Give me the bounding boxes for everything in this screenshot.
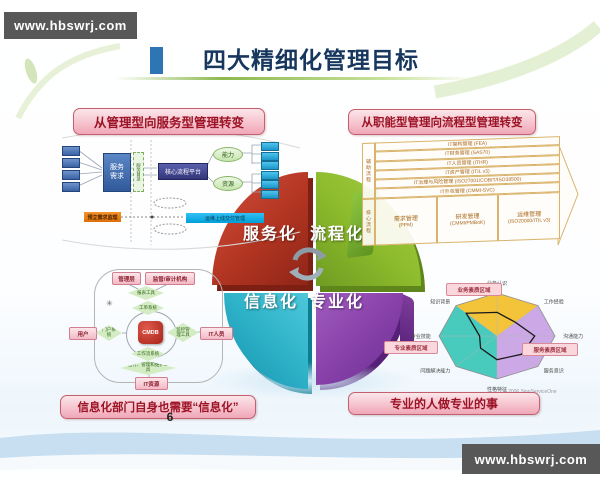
request-supervision-box: 预立需求监理	[84, 212, 121, 222]
asterisk-icon: ✳	[106, 299, 113, 308]
title-underline	[115, 77, 475, 80]
service-demand-box: 服务需求	[103, 153, 131, 192]
panel-title-top-right: 从职能型管理向流程型管理转变	[348, 109, 536, 135]
pie-label-information: 信息化	[243, 294, 298, 311]
capability-item-box	[261, 151, 279, 161]
service-catalog-label: 服务目录	[136, 163, 142, 181]
pie-label-professional: 专业化	[309, 294, 364, 311]
request-supervision-label: 预立需求监理	[87, 214, 118, 221]
region-box-business: 业务素质区域	[446, 283, 502, 296]
aux-process-side-label: 辅助流程	[362, 142, 375, 199]
svg-text:沟通能力: 沟通能力	[563, 333, 583, 340]
node-label: 管理层	[118, 276, 135, 283]
tool-diamond-monitoring: 监控管理工具	[167, 323, 199, 342]
panel-title-text: 从管理型向服务型管理转变	[93, 116, 244, 130]
region-box-service: 服务素质区域	[522, 343, 578, 356]
node-label: IT资源	[143, 381, 160, 388]
tool-label: 工作流系统	[136, 350, 160, 356]
node-label: 监管/审计机构	[152, 276, 188, 283]
svg-text:服务意识: 服务意识	[544, 368, 564, 375]
node-user: 用户	[69, 327, 97, 340]
service-demand-label: 服务需求	[110, 164, 124, 180]
tool-label: 工单系统	[139, 304, 157, 310]
resource-item-box	[261, 189, 279, 199]
node-audit: 监管/审计机构	[145, 272, 195, 285]
tool-label: 门户系统	[102, 327, 116, 337]
pie-label-process: 流程化	[309, 226, 364, 243]
side-label-text: 辅助流程	[365, 158, 371, 183]
core-process-standard: (PPM)	[398, 222, 413, 229]
node-it-staff: IT人员	[200, 327, 233, 340]
cycle-arrows-icon	[289, 247, 327, 281]
capability-ellipse: 能力	[213, 147, 243, 162]
region-label: 专业素质区域	[394, 345, 428, 352]
panel-title-bottom-right: 专业的人做专业的事	[348, 392, 540, 415]
region-label: 服务素质区域	[533, 347, 567, 354]
core-process-standard: (CMMI/PMBoK)	[450, 219, 485, 227]
core-process-name: 需求管理	[393, 215, 418, 223]
core-process-cell: 研发管理 (CMMI/PMBoK)	[436, 194, 499, 244]
tool-diamond-workflow: 工作流系统	[131, 347, 165, 361]
delivery-management-label: 运维上线交付管理	[204, 215, 245, 222]
region-label: 业务素质区域	[457, 287, 491, 294]
delivery-management-bar: 运维上线交付管理	[186, 213, 264, 223]
side-label-text: 核心流程	[365, 210, 371, 235]
tool-diamond-report: 报表工具	[128, 286, 164, 300]
panel-title-text: 专业的人做专业的事	[389, 397, 498, 411]
capability-item-box	[261, 161, 279, 170]
service-catalog-box: 服务目录	[133, 152, 144, 192]
svg-text:专业技能: 专业技能	[411, 333, 431, 340]
node-it-resource: IT资源	[135, 377, 168, 390]
watermark-text: www.hbswrj.com	[474, 451, 588, 467]
region-box-professional: 专业素质区域	[384, 341, 438, 354]
node-management: 管理层	[112, 272, 141, 285]
cmdb-label: CMDB	[142, 329, 159, 336]
tool-diamond-portal: 门户系统	[96, 325, 122, 341]
capability-label: 能力	[221, 153, 234, 159]
pie-label-service: 服务化	[242, 226, 297, 243]
tool-label: 运行、管理和维护工具	[127, 362, 169, 372]
svg-text:问题解决能力: 问题解决能力	[420, 368, 450, 375]
page-number: 6	[166, 410, 174, 424]
stakeholder-box	[62, 146, 80, 156]
watermark-top-left: www.hbswrj.com	[4, 12, 137, 39]
core-process-cell: 需求管理 (PPM)	[375, 196, 437, 246]
page-title: 四大精细化管理目标	[203, 47, 419, 73]
panel-title-bottom-left: 信息化部门自身也需要“信息化”	[60, 395, 256, 419]
process-framework-table: 辅助流程 核心流程 IT架构管理 (FEA) IT财务管理 (SAS70) IT…	[362, 136, 561, 246]
svg-text:知识背景: 知识背景	[430, 298, 450, 305]
node-label: IT人员	[208, 331, 225, 338]
stakeholder-box	[62, 170, 80, 180]
core-process-cell: 运维管理 (ISO20000/ITIL v3)	[498, 191, 561, 242]
resource-item-box	[261, 180, 279, 189]
tool-diamond-ticket: 工单系统	[132, 301, 164, 315]
panel-title-top-left: 从管理型向服务型管理转变	[73, 108, 265, 135]
tool-label: 报表工具	[137, 289, 155, 295]
resource-label: 资源	[221, 182, 234, 188]
core-process-side-label: 核心流程	[362, 198, 375, 246]
tool-diamond-operations: 运行、管理和维护工具	[120, 361, 176, 375]
core-process-platform-label: 核心流程平台	[164, 170, 201, 176]
capability-item-box	[261, 142, 279, 151]
watermark-text: www.hbswrj.com	[14, 18, 127, 33]
core-process-platform-box: 核心流程平台	[158, 163, 208, 180]
skills-radar-chart: 业务认识工作经验沟通能力服务意识性格特征问题解决能力专业技能知识背景	[411, 280, 583, 393]
stakeholder-box	[62, 182, 80, 192]
tool-label: 监控管理工具	[176, 326, 190, 337]
svg-text:工作经验: 工作经验	[544, 298, 564, 305]
node-label: 用户	[77, 331, 89, 338]
stakeholder-box	[62, 158, 80, 168]
svg-text:性格特征: 性格特征	[487, 386, 507, 393]
resource-ellipse: 资源	[213, 176, 243, 191]
title-accent-bar	[150, 47, 163, 74]
resource-item-box	[261, 170, 279, 180]
panel-title-text: 从职能型管理向流程型管理转变	[361, 117, 523, 129]
watermark-bottom-right: www.hbswrj.com	[462, 444, 600, 474]
cmdb-box: CMDB	[138, 321, 163, 344]
panel-title-text: 信息化部门自身也需要“信息化”	[77, 402, 239, 414]
core-process-standard: (ISO20000/ITIL v3)	[508, 217, 551, 225]
